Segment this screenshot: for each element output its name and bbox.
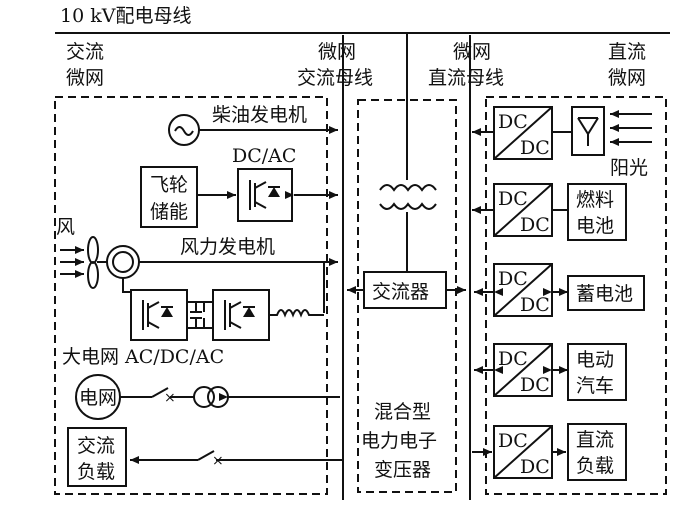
- flywheel-label-1: 飞轮: [150, 174, 188, 196]
- dc-load-label-1: 直流: [576, 429, 614, 451]
- svg-text:DC: DC: [498, 430, 528, 452]
- transformer-symbol: [379, 33, 437, 272]
- ac-bus-header: 微网 交流母线: [297, 41, 373, 89]
- svg-text:DC: DC: [498, 188, 528, 210]
- ac-microgrid-boundary: [54, 96, 328, 495]
- battery-box: [567, 275, 645, 311]
- svg-text:交流: 交流: [66, 41, 104, 63]
- svg-text:DC: DC: [498, 268, 528, 290]
- ac-load-label-1: 交流: [77, 435, 115, 457]
- svg-text:微网: 微网: [66, 67, 104, 89]
- svg-text:DC: DC: [520, 456, 550, 478]
- svg-text:交流母线: 交流母线: [297, 67, 373, 89]
- converter-label: 交流器: [372, 281, 429, 303]
- svg-text:直流母线: 直流母线: [428, 67, 504, 89]
- svg-text:DC: DC: [498, 111, 528, 133]
- ev-box: [567, 343, 627, 401]
- grid-label: 电网: [79, 387, 117, 409]
- flywheel-box: [140, 166, 198, 228]
- solar-label: 阳光: [610, 157, 648, 179]
- grid-transformer-icon: [193, 386, 215, 408]
- diesel-label: 柴油发电机: [212, 104, 307, 126]
- svg-text:变压器: 变压器: [374, 459, 431, 481]
- dcac-converter-2: [212, 289, 270, 341]
- wind-label: 风: [56, 216, 75, 238]
- wind-gen-label: 风力发电机: [180, 236, 275, 258]
- grid-switch: [151, 387, 169, 398]
- dc-link-capacitor: [187, 301, 213, 329]
- svg-text:直流: 直流: [608, 41, 646, 63]
- battery-label: 蓄电池: [576, 283, 633, 305]
- svg-text:微网: 微网: [318, 41, 356, 63]
- grid-converter-label: 大电网 AC/DC/AC: [62, 346, 224, 368]
- ev-label-1: 电动: [576, 349, 614, 371]
- dc-bus-header: 微网 直流母线: [428, 41, 504, 89]
- svg-text:DC: DC: [520, 374, 550, 396]
- svg-text:DC: DC: [520, 214, 550, 236]
- solar-panel-box: [571, 106, 605, 156]
- transformer-boundary: [357, 99, 457, 493]
- fuel-cell-label-1: 燃料: [576, 189, 614, 211]
- svg-text:DC: DC: [520, 294, 550, 316]
- switch-x-icon: ×: [164, 390, 176, 406]
- dc-converter-solar: DC DC: [493, 106, 553, 160]
- ac-load-label-2: 负载: [77, 461, 115, 483]
- dc-load-box: [567, 423, 627, 481]
- ac-load-switch: [197, 450, 215, 461]
- hybrid-transformer-label: 混合型 电力电子 变压器: [361, 401, 437, 481]
- svg-text:DC: DC: [520, 137, 550, 159]
- solar-cell-icon: [577, 117, 599, 146]
- wind-arrows: [60, 246, 84, 278]
- svg-text:微网: 微网: [453, 41, 491, 63]
- dc-microgrid-header: 直流 微网: [608, 41, 646, 89]
- title: 10 kV配电母线: [60, 5, 191, 27]
- fuel-cell-box: [567, 183, 627, 241]
- svg-text:混合型: 混合型: [374, 401, 431, 423]
- svg-text:电力电子: 电力电子: [361, 430, 437, 452]
- dc-converter-load: DC DC: [493, 425, 553, 479]
- dc-converter-ev: DC DC: [493, 343, 553, 397]
- ac-microgrid-header: 交流 微网: [66, 41, 104, 89]
- dcac-label: DC/AC: [232, 145, 296, 167]
- dc-converter-fuelcell: DC DC: [493, 183, 553, 237]
- dc-converter-battery: DC DC: [493, 263, 553, 317]
- wind-turbine-icon: [87, 236, 140, 289]
- acdc-converter: [130, 289, 188, 341]
- dcac-converter: [237, 168, 293, 222]
- svg-text:DC: DC: [498, 348, 528, 370]
- fuel-cell-label-2: 电池: [576, 215, 614, 237]
- svg-text:微网: 微网: [608, 67, 646, 89]
- sunlight-arrows: [610, 110, 652, 146]
- ev-label-2: 汽车: [576, 375, 614, 397]
- inductor-icon: [269, 309, 324, 318]
- ac-load-box: [67, 427, 127, 487]
- flywheel-label-2: 储能: [150, 201, 188, 223]
- igbt-icon: [249, 180, 280, 210]
- dc-load-label-2: 负载: [576, 455, 614, 477]
